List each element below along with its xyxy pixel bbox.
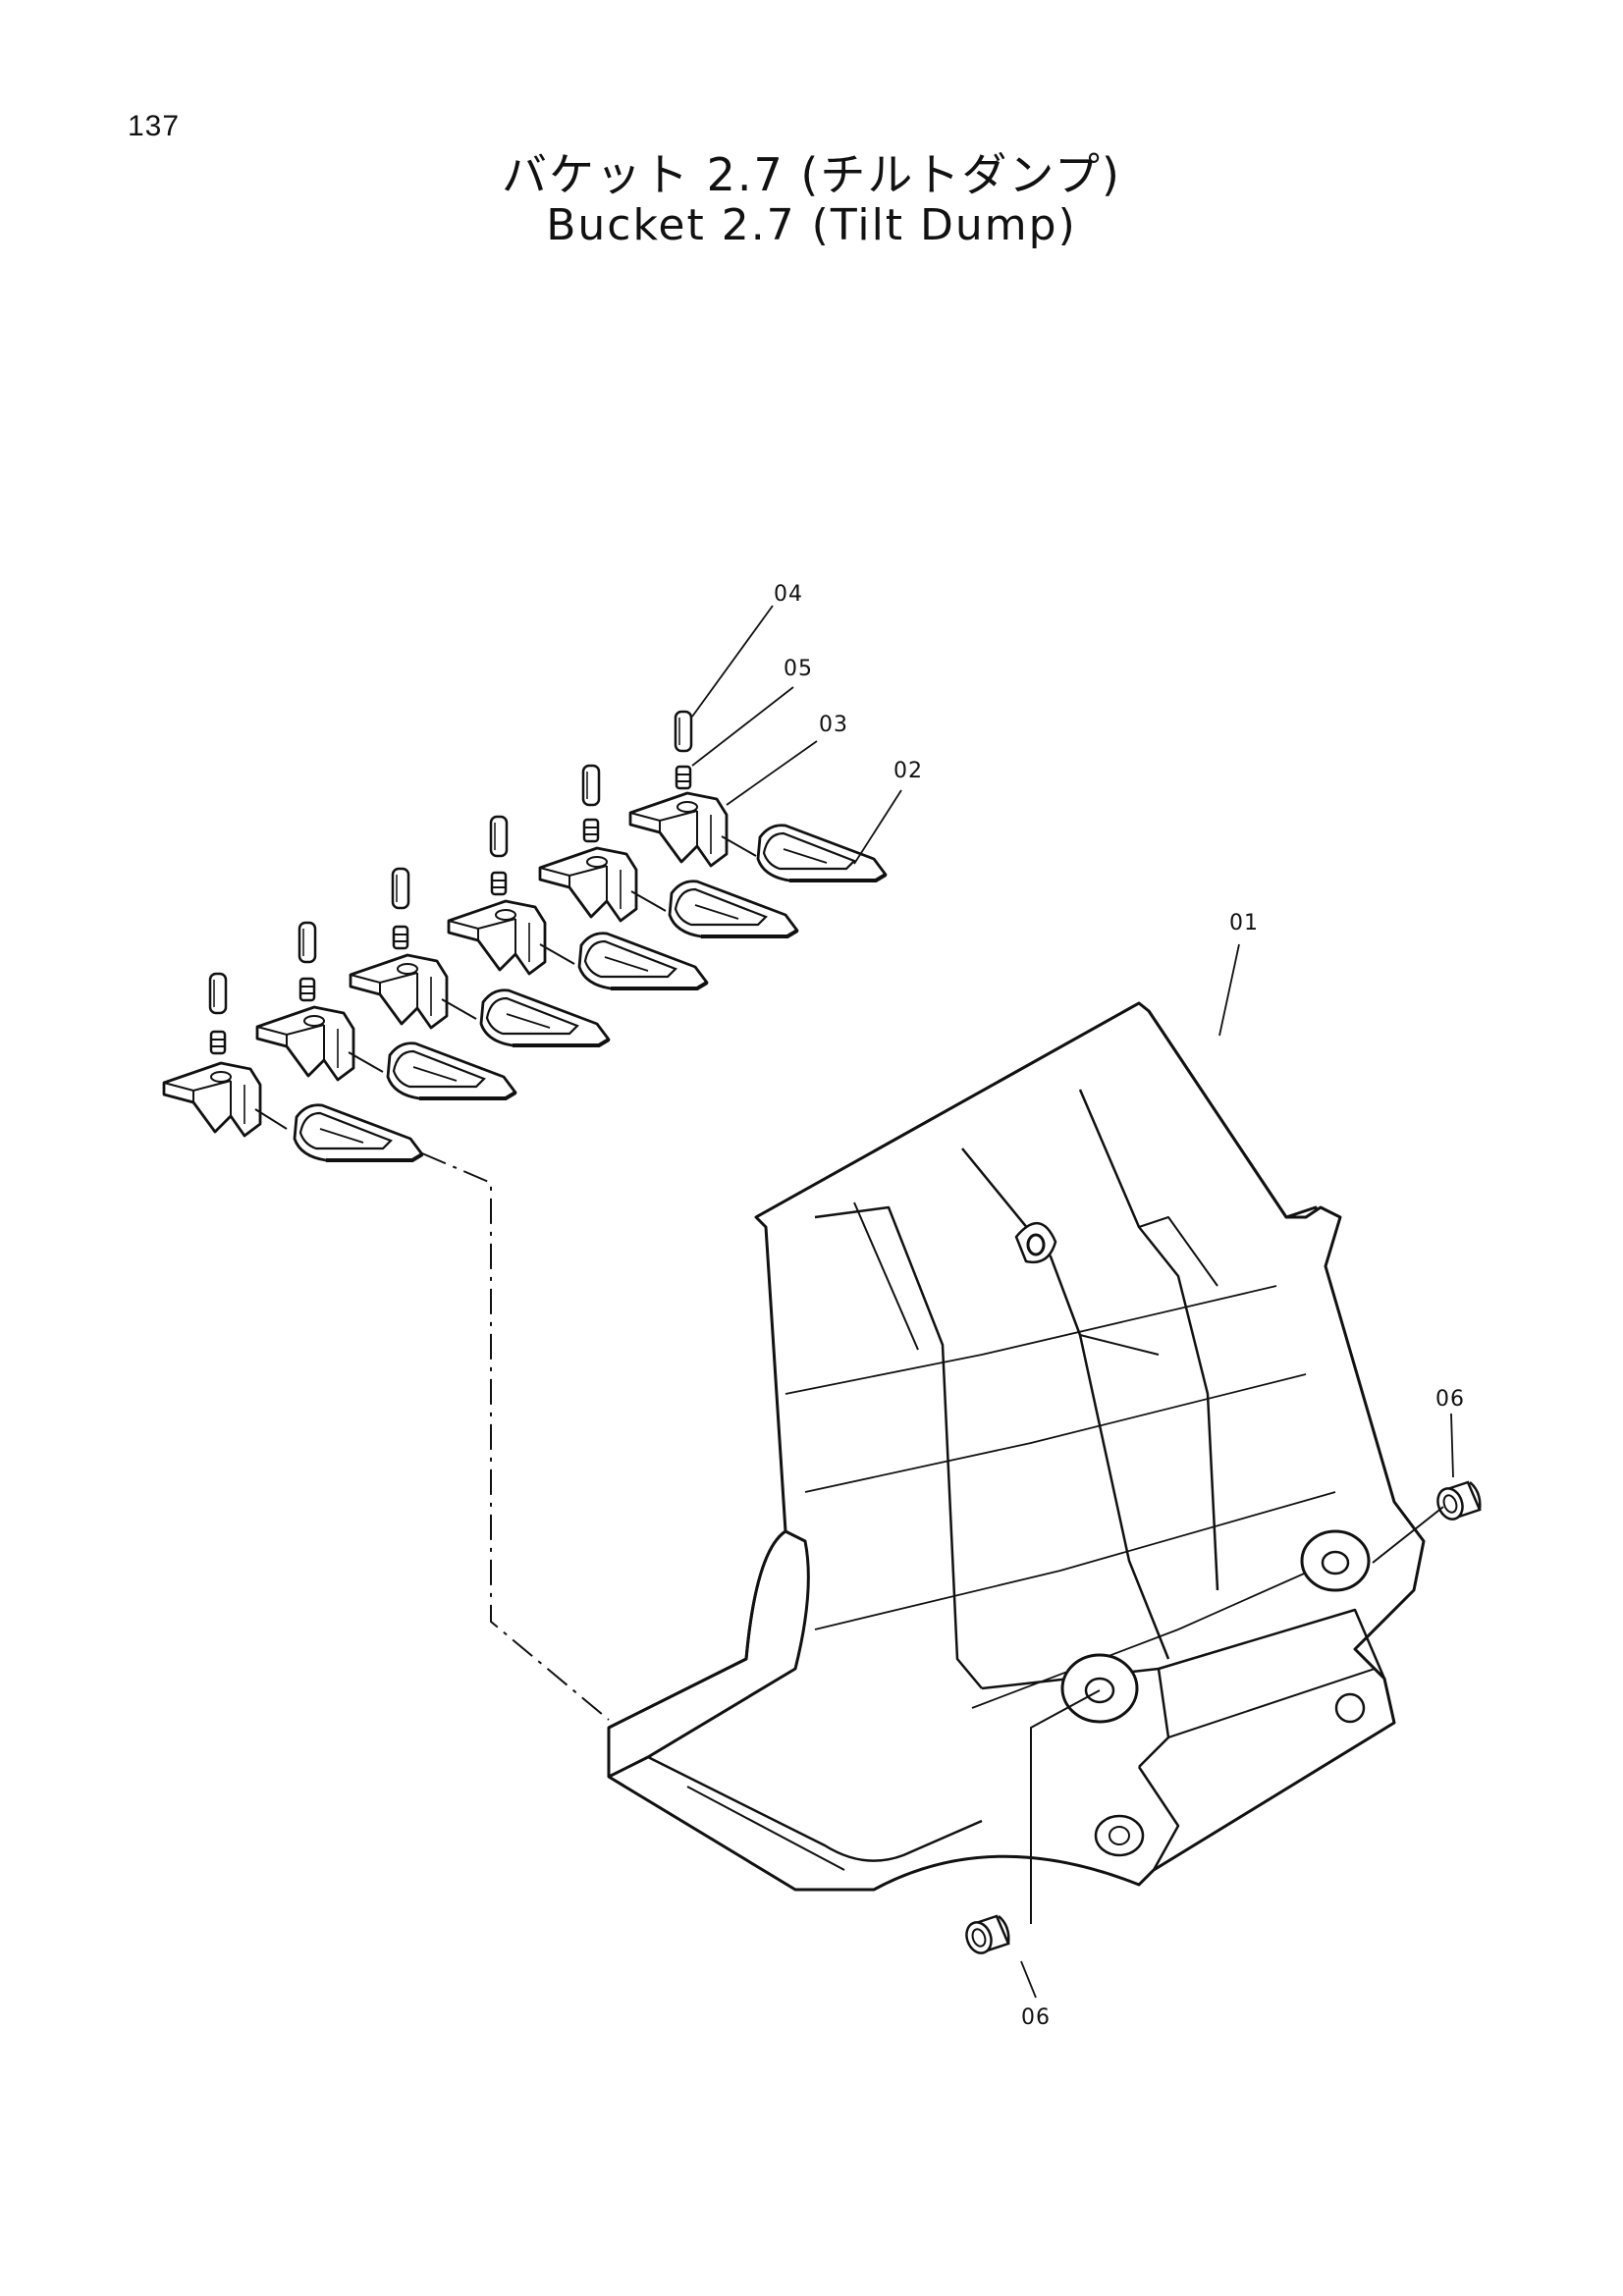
page-number: 137 xyxy=(128,110,181,142)
callout-05: 05 xyxy=(784,657,813,681)
callout-06-bottom: 06 xyxy=(1021,2005,1051,2030)
title-japanese: バケット 2.7 (チルトダンプ) xyxy=(502,148,1121,201)
callout-03: 03 xyxy=(819,713,848,737)
callout-leaders xyxy=(691,605,1454,1999)
callout-02: 02 xyxy=(893,759,923,783)
bucket-body xyxy=(607,1001,1426,1892)
title-english: Bucket 2.7 (Tilt Dump) xyxy=(546,200,1077,250)
callout-06-right: 06 xyxy=(1435,1387,1465,1412)
teeth-assembly xyxy=(162,710,888,1162)
callout-01: 01 xyxy=(1229,911,1259,935)
callout-04: 04 xyxy=(774,582,803,607)
